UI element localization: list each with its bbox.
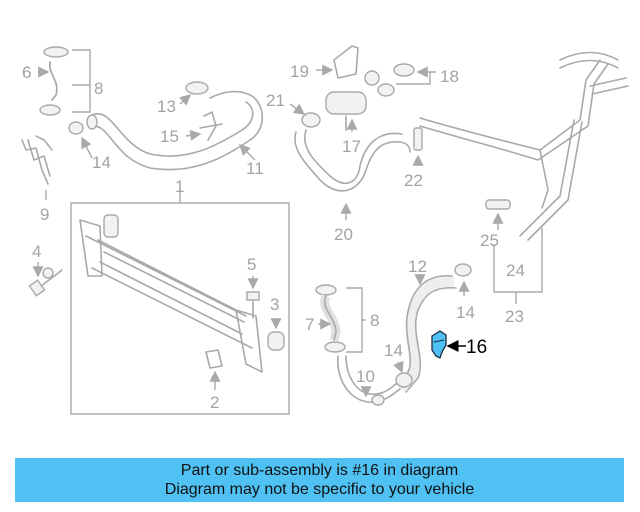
callout-9: 9	[40, 205, 49, 224]
clamp-13	[178, 81, 209, 106]
callout-19: 19	[290, 62, 309, 81]
callout-5: 5	[247, 255, 256, 274]
pipe-assembly-23	[419, 51, 629, 304]
hose-11	[86, 90, 264, 171]
hose-10	[337, 355, 407, 406]
callout-3: 3	[270, 295, 279, 314]
callout-18: 18	[440, 67, 459, 86]
callout-17: 17	[342, 137, 361, 156]
bolt-4	[28, 262, 63, 297]
hose-assembly-top-left	[38, 46, 91, 116]
callout-13: 13	[157, 97, 176, 116]
grommet-3	[267, 318, 285, 351]
callout-8-lower: 8	[370, 311, 379, 330]
screw-5	[246, 276, 260, 319]
banner-line-1: Part or sub-assembly is #16 in diagram	[180, 462, 459, 479]
fitting-15	[185, 111, 223, 141]
callout-23: 23	[505, 307, 524, 326]
callout-11: 11	[246, 159, 264, 178]
callout-8-top: 8	[94, 79, 103, 98]
callout-25: 25	[480, 231, 499, 250]
callout-2: 2	[210, 393, 219, 412]
hose-assembly-lower	[315, 284, 366, 353]
callout-10: 10	[356, 367, 375, 386]
callout-1: 1	[175, 177, 184, 196]
callout-7: 7	[305, 315, 314, 334]
callout-22: 22	[404, 171, 423, 190]
callout-4: 4	[32, 242, 41, 261]
hose-12	[395, 274, 457, 393]
cooler-assembly-1	[70, 190, 290, 415]
hose-20	[294, 129, 411, 220]
sensor-22	[412, 127, 424, 166]
fitting-25	[485, 199, 511, 230]
callout-12: 12	[408, 257, 427, 276]
callout-16: 16	[466, 337, 487, 358]
banner-line-2: Diagram may not be specific to your vehi…	[164, 481, 475, 498]
callout-14-right: 14	[456, 303, 475, 322]
clamp-14-right	[454, 263, 472, 296]
clamp-14-middle	[393, 360, 413, 388]
bracket-19	[316, 45, 359, 79]
info-banner: Part or sub-assembly is #16 in diagram D…	[15, 458, 624, 502]
callout-20: 20	[334, 225, 353, 244]
clamp-21	[289, 103, 321, 128]
bracket-9	[21, 135, 53, 200]
callout-6: 6	[22, 63, 31, 82]
callout-14-left: 14	[92, 153, 111, 172]
callout-24: 24	[506, 261, 525, 280]
callout-21: 21	[266, 91, 285, 110]
housing-17	[325, 91, 367, 132]
clamp-14-left	[68, 121, 93, 159]
callout-15: 15	[160, 127, 179, 146]
clamps-18	[364, 63, 436, 97]
highlighted-part-16[interactable]	[431, 330, 466, 359]
callout-14-middle: 14	[384, 341, 403, 360]
